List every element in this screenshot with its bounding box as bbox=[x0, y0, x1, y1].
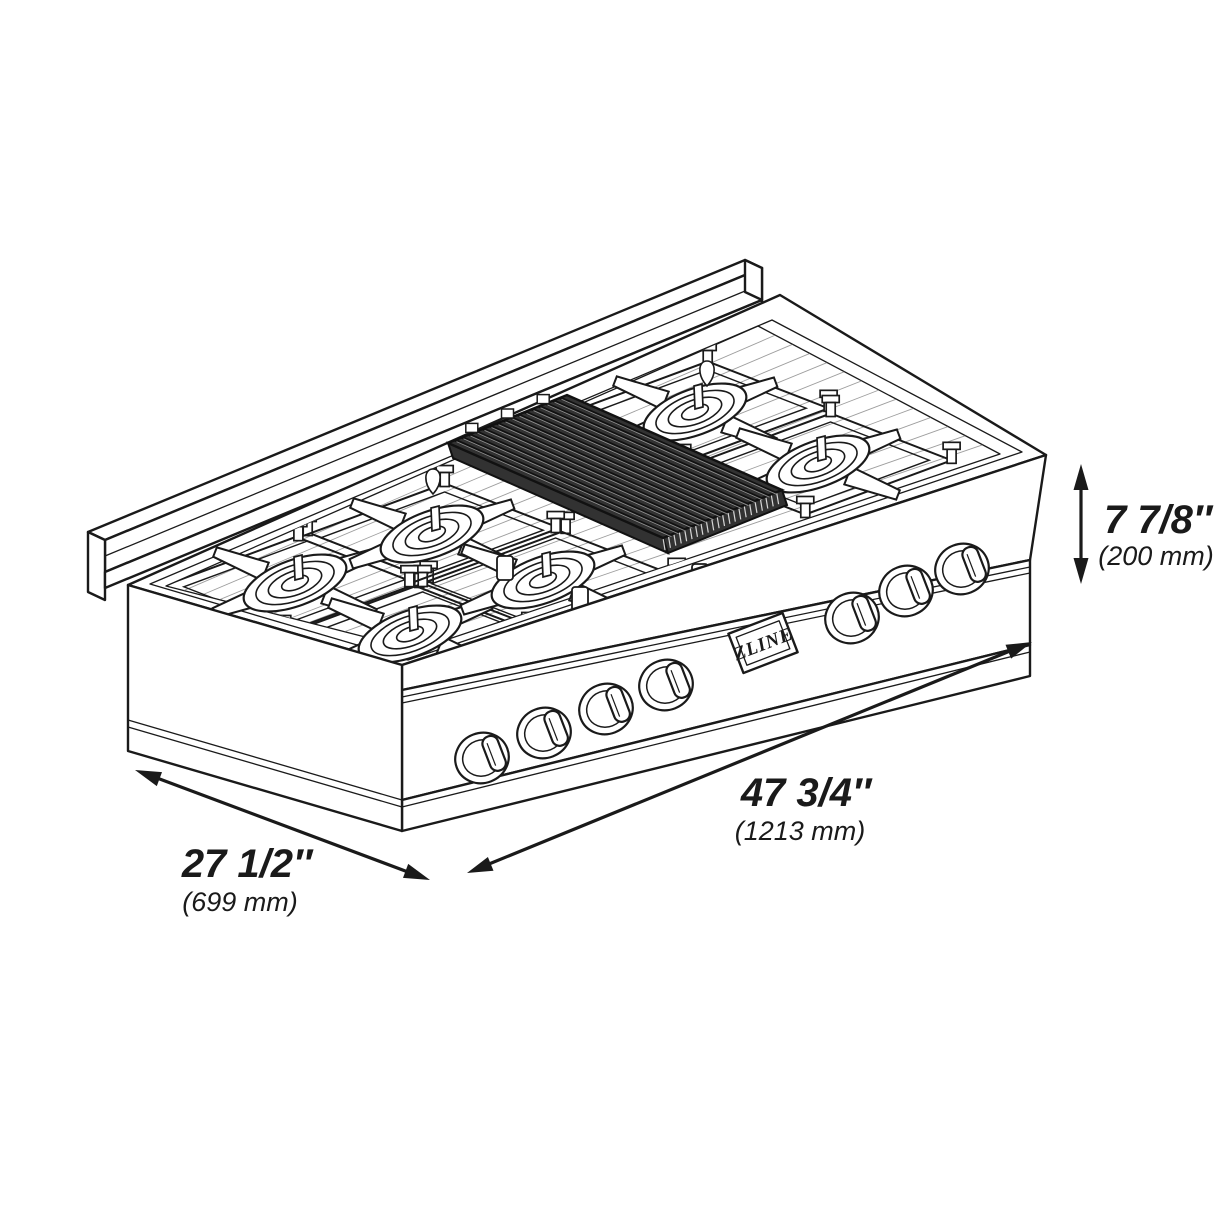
grate-post bbox=[400, 564, 419, 588]
left-side-panel bbox=[126, 583, 404, 833]
burner-cap-tab bbox=[293, 553, 304, 582]
control-knob bbox=[638, 658, 694, 712]
knob-grip bbox=[543, 709, 569, 747]
knob-grip bbox=[961, 545, 987, 583]
grill-griddle-plate bbox=[444, 393, 789, 612]
control-knobs bbox=[454, 542, 990, 785]
burner-cap-tab bbox=[816, 434, 827, 463]
control-knob bbox=[454, 731, 510, 785]
griddle-foot bbox=[496, 555, 514, 581]
burner-cap-tab bbox=[408, 604, 419, 633]
grate-post bbox=[546, 510, 566, 534]
griddle-clip bbox=[500, 408, 515, 419]
control-knob bbox=[516, 706, 572, 760]
width-dimension-label: 47 3/4″ bbox=[740, 771, 873, 815]
burner-cap-tab bbox=[541, 550, 552, 579]
height-dimension-label: 7 7/8″ bbox=[1104, 498, 1214, 542]
width-dimension: 47 3/4″ (1213 mm) bbox=[467, 642, 1032, 873]
control-knob bbox=[878, 564, 934, 618]
depth-dimension-label: 27 1/2″ bbox=[181, 842, 314, 886]
griddle-clip bbox=[465, 422, 479, 434]
gas-burner bbox=[459, 543, 627, 617]
knob-grip bbox=[605, 685, 631, 723]
knob-grip bbox=[851, 594, 877, 632]
depth-dimension: 27 1/2″ (699 mm) bbox=[135, 770, 430, 917]
grate-post bbox=[942, 441, 961, 465]
grate-post bbox=[821, 394, 841, 418]
knob-grip bbox=[481, 734, 507, 772]
igniter-icon bbox=[425, 468, 441, 496]
control-knob bbox=[824, 591, 880, 645]
height-dimension: 7 7/8″ (200 mm) bbox=[1073, 464, 1214, 584]
grate-post bbox=[795, 495, 815, 519]
back-rail bbox=[86, 258, 764, 602]
depth-dimension-metric: (699 mm) bbox=[182, 887, 298, 917]
control-knob bbox=[578, 682, 634, 736]
width-dimension-metric: (1213 mm) bbox=[735, 816, 866, 846]
knob-grip bbox=[905, 567, 931, 605]
burners bbox=[211, 360, 902, 671]
griddle-clip bbox=[536, 393, 550, 405]
control-knob bbox=[934, 542, 990, 596]
burner-cap-tab bbox=[430, 504, 441, 533]
height-dimension-metric: (200 mm) bbox=[1098, 541, 1214, 571]
knob-grip bbox=[665, 661, 691, 699]
igniter-icon bbox=[699, 360, 715, 388]
burner-cap-tab bbox=[693, 382, 704, 411]
